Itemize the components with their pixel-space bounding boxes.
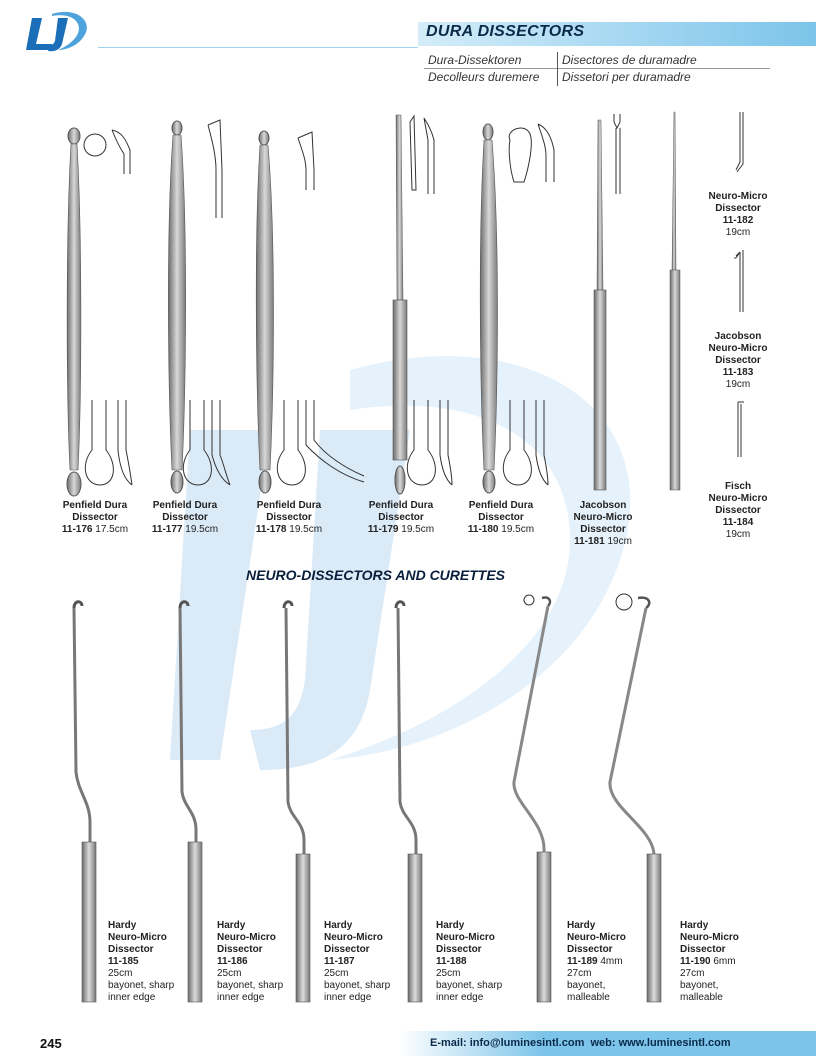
translation-it: Dissetori per duramadre bbox=[562, 70, 691, 84]
translation-fr: Decolleurs duremere bbox=[428, 70, 540, 84]
instrument-11-186 bbox=[178, 600, 203, 1003]
header-rule bbox=[98, 47, 418, 48]
caption-11-184: Fisch Neuro-Micro Dissector 11-184 19cm bbox=[708, 481, 768, 540]
company-logo bbox=[26, 11, 87, 52]
instrument-11-176 bbox=[66, 127, 133, 497]
section-title-neuro-dissectors: NEURO-DISSECTORS AND CURETTES bbox=[246, 567, 506, 583]
instrument-11-178 bbox=[255, 130, 365, 494]
caption-11-190: Hardy Neuro-Micro Dissector 11-190 6mm 2… bbox=[680, 920, 739, 1003]
page-number: 245 bbox=[40, 1036, 62, 1051]
instrument-illustrations-side bbox=[613, 111, 681, 491]
caption-11-180: Penfield Dura Dissector 11-180 19.5cm bbox=[467, 500, 535, 535]
caption-11-186: Hardy Neuro-Micro Dissector 11-186 25cm … bbox=[217, 920, 284, 1003]
caption-11-187: Hardy Neuro-Micro Dissector 11-187 25cm … bbox=[324, 920, 391, 1003]
instrument-illustrations-bottom bbox=[72, 593, 662, 1003]
page-title: DURA DISSECTORS bbox=[426, 23, 585, 40]
caption-11-177: Penfield Dura Dissector 11-177 19.5cm bbox=[151, 500, 219, 535]
translation-divider-vertical bbox=[557, 52, 558, 86]
footer-contact: E-mail: info@luminesintl.com web: www.lu… bbox=[430, 1037, 731, 1049]
translation-es: Disectores de duramadre bbox=[562, 53, 697, 67]
instrument-11-189 bbox=[512, 594, 552, 1003]
instrument-11-190 bbox=[608, 593, 662, 1003]
instrument-11-180 bbox=[479, 123, 555, 494]
caption-11-185: Hardy Neuro-Micro Dissector 11-185 25cm … bbox=[108, 920, 175, 1003]
caption-11-178: Penfield Dura Dissector 11-178 19.5cm bbox=[255, 500, 323, 535]
caption-11-182: Neuro-Micro Dissector 11-182 19cm bbox=[708, 191, 768, 238]
instrument-11-188 bbox=[394, 600, 423, 1003]
instrument-11-187 bbox=[282, 600, 311, 1003]
caption-11-183: Jacobson Neuro-Micro Dissector 11-183 19… bbox=[708, 331, 768, 390]
instrument-11-177 bbox=[168, 119, 231, 494]
neuro-micro-tips bbox=[734, 112, 744, 457]
translation-divider bbox=[424, 68, 770, 69]
instrument-11-181 bbox=[593, 119, 607, 491]
footer-band bbox=[398, 1031, 816, 1056]
translation-de: Dura-Dissektoren bbox=[428, 53, 522, 67]
caption-11-176: Penfield Dura Dissector 11-176 17.5cm bbox=[61, 500, 129, 535]
instrument-11-179 bbox=[392, 114, 453, 495]
instrument-11-185 bbox=[72, 600, 97, 1003]
caption-11-179: Penfield Dura Dissector 11-179 19.5cm bbox=[367, 500, 435, 535]
caption-11-181: Jacobson Neuro-Micro Dissector 11-181 19… bbox=[573, 500, 633, 547]
instrument-illustrations-top bbox=[66, 114, 607, 497]
caption-11-188: Hardy Neuro-Micro Dissector 11-188 25cm … bbox=[436, 920, 503, 1003]
title-band bbox=[418, 22, 816, 46]
caption-11-189: Hardy Neuro-Micro Dissector 11-189 4mm 2… bbox=[567, 920, 626, 1003]
watermark-logo bbox=[170, 356, 631, 770]
